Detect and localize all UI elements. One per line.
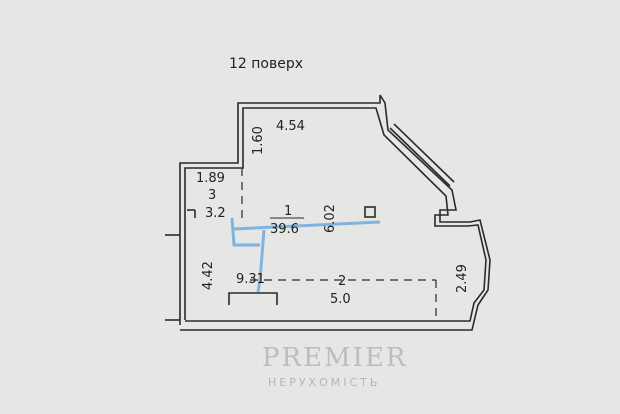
- dim-small-room-width: 1.89: [196, 171, 225, 186]
- watermark-subtitle: НЕРУХОМІСТЬ: [268, 376, 380, 389]
- room-1-number: 1: [284, 204, 292, 219]
- room-2-area: 5.0: [330, 292, 351, 307]
- dim-left-height: 4.42: [201, 261, 216, 290]
- annotation-lines: [230, 217, 381, 293]
- room-2-number: 2: [338, 274, 346, 289]
- room-3-area: 3.2: [205, 206, 226, 221]
- dim-room-height: 6.02: [323, 204, 338, 233]
- window-line: [389, 127, 451, 187]
- dashed-partitions: [241, 168, 437, 320]
- walls: [165, 94, 491, 331]
- dim-bottom-width: 9.31: [236, 272, 265, 287]
- dim-right-height: 2.49: [455, 264, 470, 293]
- floor-title: 12 поверх: [229, 56, 303, 72]
- window-line: [393, 123, 455, 183]
- ventilation-shaft: [364, 206, 376, 218]
- dim-top-left-height: 1.60: [251, 126, 266, 155]
- watermark-brand: PREMIER: [262, 343, 408, 373]
- room-3-number: 3: [208, 188, 216, 203]
- room-1-area: 39.6: [270, 222, 299, 237]
- dim-top-width: 4.54: [276, 119, 305, 134]
